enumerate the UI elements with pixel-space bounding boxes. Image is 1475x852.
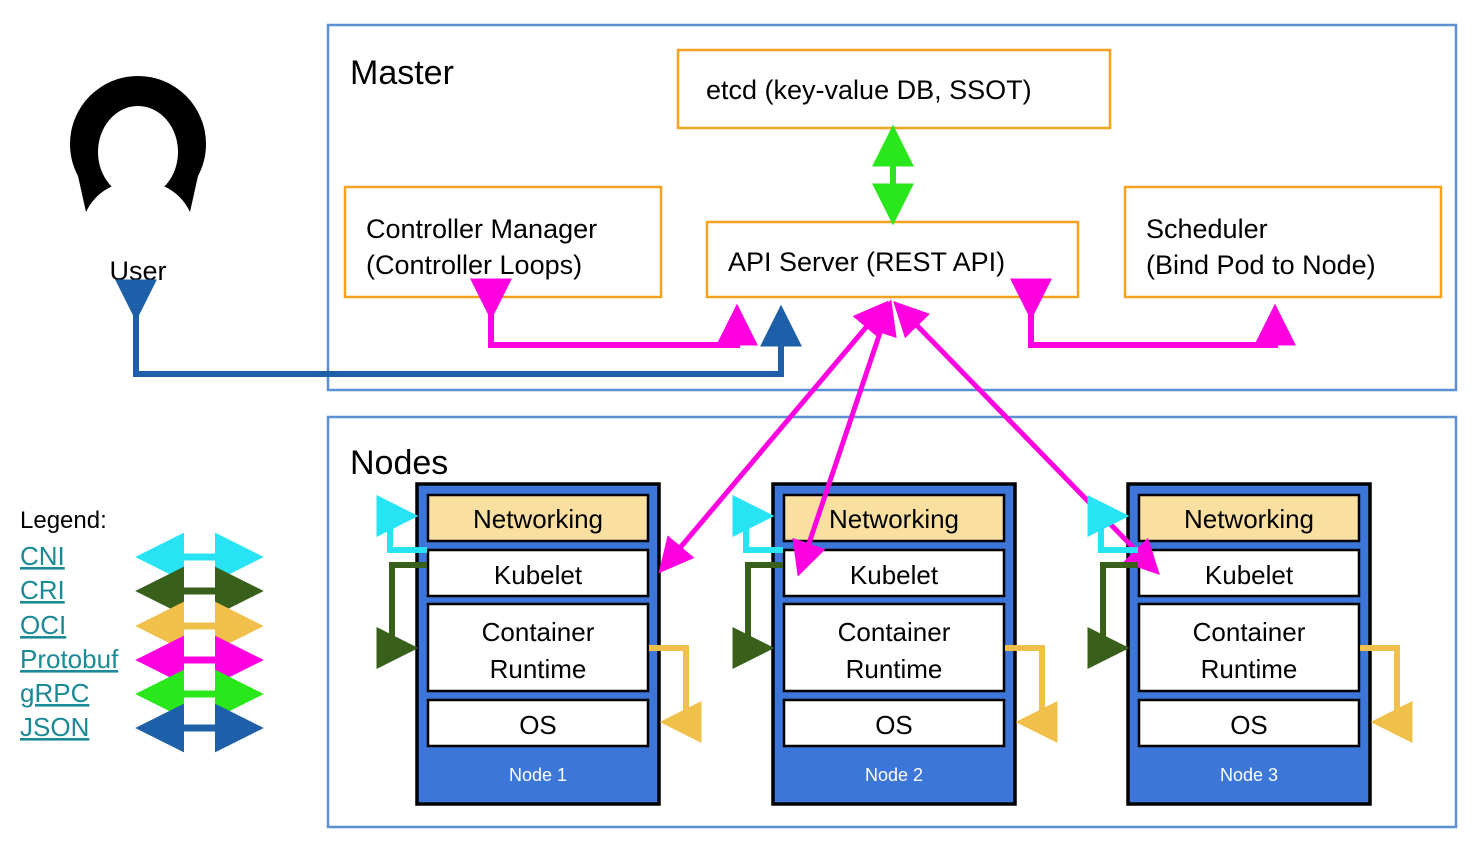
etcd-box-border [676, 48, 1112, 130]
node-3-container-runtime-label-line1: Container [1193, 617, 1306, 647]
etcd-box[interactable]: etcd (key-value DB, SSOT) [676, 48, 1112, 130]
legend-item-grpc-label[interactable]: gRPC [20, 678, 89, 708]
user-avatar-icon [70, 76, 206, 212]
controller-manager-label-line2: (Controller Loops) [366, 250, 582, 280]
node-3-networking-box[interactable] [1137, 493, 1361, 543]
node-2-kubelet-label: Kubelet [850, 560, 939, 590]
node-1-kubelet-label: Kubelet [494, 560, 583, 590]
node-3-networking-label: Networking [1184, 504, 1314, 534]
connector-cri-node1 [376, 562, 427, 669]
nodes-group-label: Nodes [350, 444, 448, 482]
connector-cni-node2 [732, 495, 783, 553]
connector-oci-node2 [1005, 645, 1058, 743]
legend-item-oci-label[interactable]: OCI [20, 610, 66, 640]
node-1-os-label: OS [519, 710, 557, 740]
controller-manager-label-line1: Controller Manager [366, 214, 597, 244]
api-server-box[interactable]: API Server (REST API) [705, 220, 1080, 299]
node-3-os-box[interactable] [1137, 698, 1361, 748]
connector-cni-node3 [1087, 495, 1138, 553]
node-2-os-box[interactable] [782, 698, 1006, 748]
user-label: User [109, 256, 166, 286]
legend-item-protobuf-label[interactable]: Protobuf [20, 644, 119, 674]
node-3-kubelet-label: Kubelet [1205, 560, 1294, 590]
legend: Legend: CNI CRI OCI Protobuf gRPC JSON [20, 507, 264, 753]
node-1-networking-box[interactable] [426, 493, 650, 543]
node-2-os-label: OS [875, 710, 913, 740]
node-1-os-box[interactable] [426, 698, 650, 748]
legend-item-cni-label[interactable]: CNI [20, 541, 65, 571]
node-1-name: Node 1 [509, 765, 567, 785]
legend-item-json-label[interactable]: JSON [20, 712, 89, 742]
master-group-label: Master [350, 54, 454, 92]
etcd-box-label: etcd (key-value DB, SSOT) [706, 75, 1032, 105]
node-1-kubelet-box[interactable] [426, 548, 650, 598]
node-1-container-runtime-box[interactable] [426, 602, 650, 693]
scheduler-label-line2: (Bind Pod to Node) [1146, 250, 1376, 280]
scheduler-box[interactable]: Scheduler (Bind Pod to Node) [1123, 185, 1443, 299]
legend-title: Legend: [20, 507, 107, 534]
node-1-container-runtime-label-line1: Container [482, 617, 595, 647]
node-2[interactable]: Networking Kubelet Container Runtime OS … [771, 482, 1017, 806]
node-3-os-label: OS [1230, 710, 1268, 740]
connector-cri-node2 [732, 562, 783, 669]
node-1-networking-label: Networking [473, 504, 603, 534]
node-1-container-runtime-label-line2: Runtime [490, 654, 587, 684]
node-3-container-runtime-label-line2: Runtime [1201, 654, 1298, 684]
connector-cni-node1 [376, 495, 427, 553]
connector-oci-node1 [649, 645, 702, 743]
connector-cri-node3 [1087, 562, 1138, 669]
node-2-networking-label: Networking [829, 504, 959, 534]
controller-manager-box[interactable]: Controller Manager (Controller Loops) [343, 185, 663, 299]
node-2-container-runtime-label-line2: Runtime [846, 654, 943, 684]
node-2-container-runtime-label-line1: Container [838, 617, 951, 647]
user-group: User [70, 76, 206, 286]
connector-protobuf-node2-apiserver [792, 299, 897, 577]
api-server-box-label: API Server (REST API) [728, 247, 1005, 277]
legend-item-cri-label[interactable]: CRI [20, 575, 65, 605]
node-1[interactable]: Networking Kubelet Container Runtime OS … [415, 482, 661, 806]
node-3-name: Node 3 [1220, 765, 1278, 785]
master-group: Master [326, 23, 1458, 392]
connector-oci-node3 [1360, 645, 1413, 743]
scheduler-label-line1: Scheduler [1146, 214, 1268, 244]
node-2-name: Node 2 [865, 765, 923, 785]
node-2-container-runtime-box[interactable] [782, 602, 1006, 693]
node-3[interactable]: Networking Kubelet Container Runtime OS … [1126, 482, 1372, 806]
node-3-container-runtime-box[interactable] [1137, 602, 1361, 693]
